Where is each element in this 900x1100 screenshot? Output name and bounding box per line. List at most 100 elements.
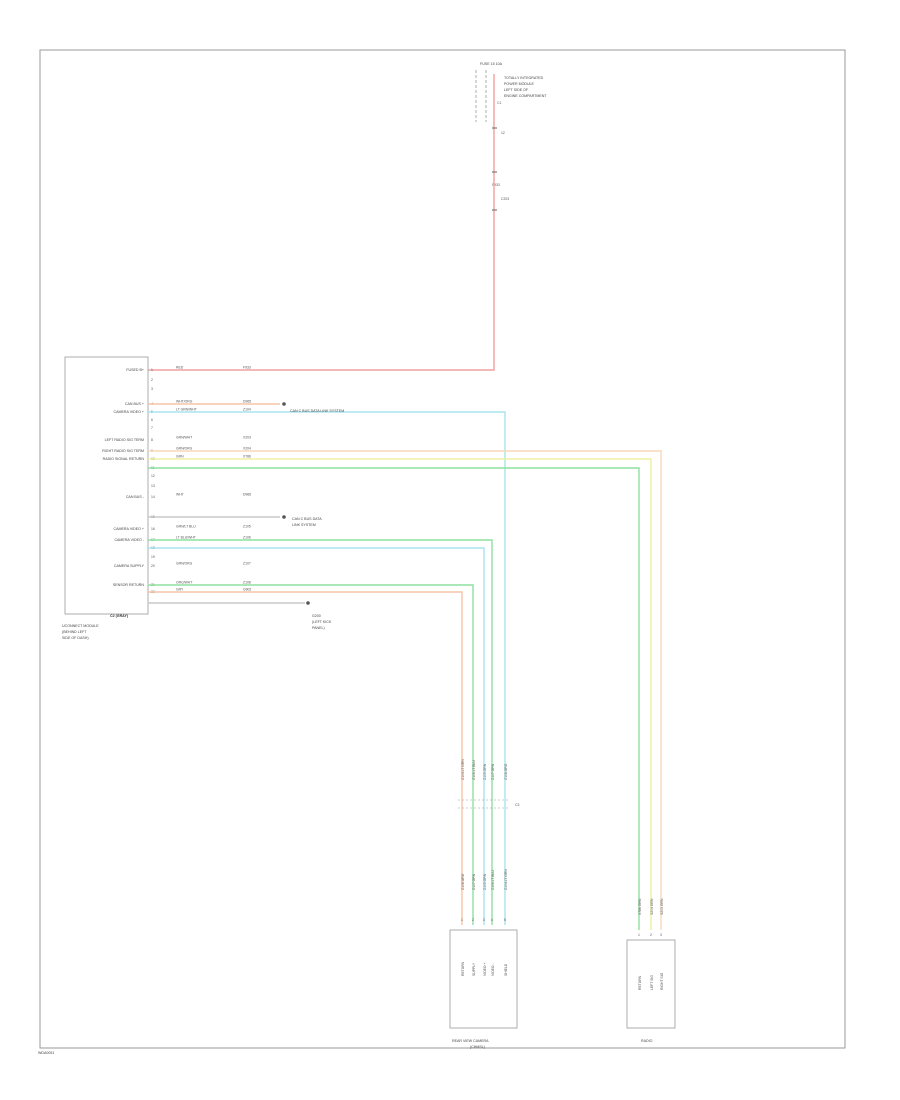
reference-code: WDA0051 bbox=[38, 1051, 54, 1055]
radio-pin-label: RIGHT SIG bbox=[660, 972, 664, 990]
module-wire-color: GRN/LT BLU bbox=[176, 525, 196, 529]
radio-wire-label: X204 GRN bbox=[650, 898, 654, 915]
splice-label: C3 bbox=[515, 803, 519, 807]
wire-pin8 bbox=[148, 450, 662, 870]
camera-title-1: REAR VIEW CAMERA bbox=[452, 1039, 489, 1043]
radio-pin-number: 2 bbox=[650, 933, 652, 937]
camera-pin-label: SUPPLY bbox=[472, 962, 476, 976]
module-wire-color: RED bbox=[176, 366, 184, 370]
tipm-label-3: LEFT SIDE OF bbox=[504, 88, 529, 92]
radio-wire-label: X203 GRN bbox=[660, 898, 664, 915]
can-neg-note-2: LINK SYSTEM bbox=[292, 523, 316, 527]
module-pin-number: 6 bbox=[151, 418, 153, 422]
radio-wire-label: X786 GRN bbox=[638, 898, 642, 915]
module-wire-color: GRN bbox=[176, 455, 184, 459]
splice-top-label: Z106 LT BLU bbox=[472, 760, 476, 780]
splice-top-label: Z107 GRN bbox=[491, 763, 495, 780]
module-pin-label: CAN BUS + bbox=[125, 402, 144, 406]
ground-note-3: PANEL) bbox=[312, 626, 325, 630]
tipm-label-4: ENGINE COMPARTMENT bbox=[504, 94, 547, 98]
radio-pin-label: RETURN bbox=[638, 975, 642, 990]
splice-bottom-label: Z108 ORG bbox=[461, 873, 465, 890]
ground-note-1: G200 bbox=[312, 614, 321, 618]
tipm-label-1: TOTALLY INTEGRATED bbox=[504, 76, 544, 80]
camera-pin-number: 5 bbox=[504, 918, 506, 922]
module-wire-color: ORG/WHT bbox=[176, 581, 192, 585]
module-wire-color: WHT/ORG bbox=[176, 400, 193, 404]
splice-bottom-label: Z104 LT GRN bbox=[504, 869, 508, 890]
can-neg-arrow-icon bbox=[282, 515, 286, 519]
camera-pin-number: 2 bbox=[472, 918, 474, 922]
wire-pin10 bbox=[148, 467, 640, 870]
module-wire-circuit: Z108 bbox=[243, 581, 251, 585]
module-name-3: SIDE OF DASH) bbox=[62, 636, 89, 640]
fuse-pin-a: C1 bbox=[497, 101, 501, 105]
radio-pin-number: 3 bbox=[660, 933, 662, 937]
camera-pin-label: VIDEO - bbox=[491, 963, 495, 976]
rear-camera: REAR VIEW CAMERA (CHMSL) bbox=[449, 929, 518, 1049]
splice-bottom-label: Z107 GRN bbox=[472, 873, 476, 890]
module-name-1: UCONNECT MODULE bbox=[62, 624, 99, 628]
module-box bbox=[64, 356, 149, 615]
radio-unit: RADIO bbox=[626, 939, 676, 1043]
module-pin-label: SENSOR RETURN bbox=[113, 583, 145, 587]
module-pin-label: LEFT RADIO SIG TERM bbox=[105, 438, 144, 442]
fuse-pin-b: 12 bbox=[501, 131, 505, 135]
module-pin-number: 2 bbox=[151, 378, 153, 382]
module-wire-circuit: Z105 bbox=[243, 525, 251, 529]
wire-pin20 bbox=[148, 584, 474, 740]
module-connector: C2 (GRAY) bbox=[110, 614, 129, 618]
module-wire-color: WHT bbox=[176, 493, 184, 497]
camera-pin-label: VIDEO + bbox=[483, 963, 487, 976]
module-name-2: (BEHIND LEFT bbox=[62, 630, 87, 634]
camera-pin-label: SHIELD bbox=[504, 963, 508, 976]
module-pin-number: 19 bbox=[151, 555, 155, 559]
module-wire-circuit: Z107 bbox=[243, 562, 251, 566]
module-pin-label: CAMERA SUPPLY bbox=[114, 564, 145, 568]
fuse-mid-label: C203 bbox=[501, 197, 509, 201]
can-neg-note-1: CAN C BUS DATA bbox=[292, 517, 322, 521]
module-wire-circuit: D965 bbox=[243, 400, 251, 404]
tipm-label-2: POWER MODULE bbox=[504, 82, 535, 86]
module-pin-number: 7 bbox=[151, 426, 153, 430]
can-pos-note: CAN C BUS DATA LINK SYSTEM bbox=[290, 409, 344, 413]
wire-pin16 bbox=[148, 539, 493, 740]
wire-pin21 bbox=[148, 591, 463, 740]
module-pin-number: 12 bbox=[151, 474, 155, 478]
module-wire-circuit: Z104 bbox=[243, 408, 251, 412]
module-pin-label: CAMERA VIDEO + bbox=[114, 527, 144, 531]
module-wire-color: LT BLU/WHT bbox=[176, 536, 196, 540]
module-wire-color: GRN/ORG bbox=[176, 562, 193, 566]
module-wire-color: GRN/ORG bbox=[176, 447, 193, 451]
camera-pin-number: 1 bbox=[461, 918, 463, 922]
camera-pin-number: 4 bbox=[491, 918, 493, 922]
splice-bottom-label: Z106 LT BLU bbox=[491, 870, 495, 890]
radio-title: RADIO bbox=[641, 1039, 653, 1043]
module-pin-label: RIGHT RADIO SIG TERM bbox=[102, 449, 144, 453]
module-wire-color: LT GRN/WHT bbox=[176, 408, 197, 412]
module-pin-number: 1 bbox=[151, 368, 153, 372]
wire-pin9 bbox=[148, 458, 652, 870]
bus-notes: CAN C BUS DATA LINK SYSTEM CAN C BUS DAT… bbox=[282, 402, 344, 630]
module-wire-circuit: X203 bbox=[243, 436, 251, 440]
module-pin-number: 8 bbox=[151, 438, 153, 442]
module-pin-number: 13 bbox=[151, 484, 155, 488]
camera-title-2: (CHMSL) bbox=[470, 1045, 485, 1049]
radio-pin-number: 1 bbox=[638, 933, 640, 937]
module-pin-label: FUSED B+ bbox=[126, 368, 144, 372]
fuse-wire-circuit: F933 bbox=[492, 183, 500, 187]
uconnect-module: UCONNECT MODULE (BEHIND LEFT SIDE OF DAS… bbox=[62, 356, 149, 640]
camera-pin-label: RETURN bbox=[461, 961, 465, 976]
module-wire-circuit: G902 bbox=[243, 588, 251, 592]
fuse-header: FUSE 15 10A bbox=[480, 62, 503, 66]
module-wire-circuit: X786 bbox=[243, 455, 251, 459]
module-pin-number: 16 bbox=[151, 527, 155, 531]
module-wire-color: GRY bbox=[176, 588, 184, 592]
wire-pin17 bbox=[148, 547, 485, 740]
module-wire-circuit: Z106 bbox=[243, 536, 251, 540]
module-wire-circuit: X204 bbox=[243, 447, 251, 451]
